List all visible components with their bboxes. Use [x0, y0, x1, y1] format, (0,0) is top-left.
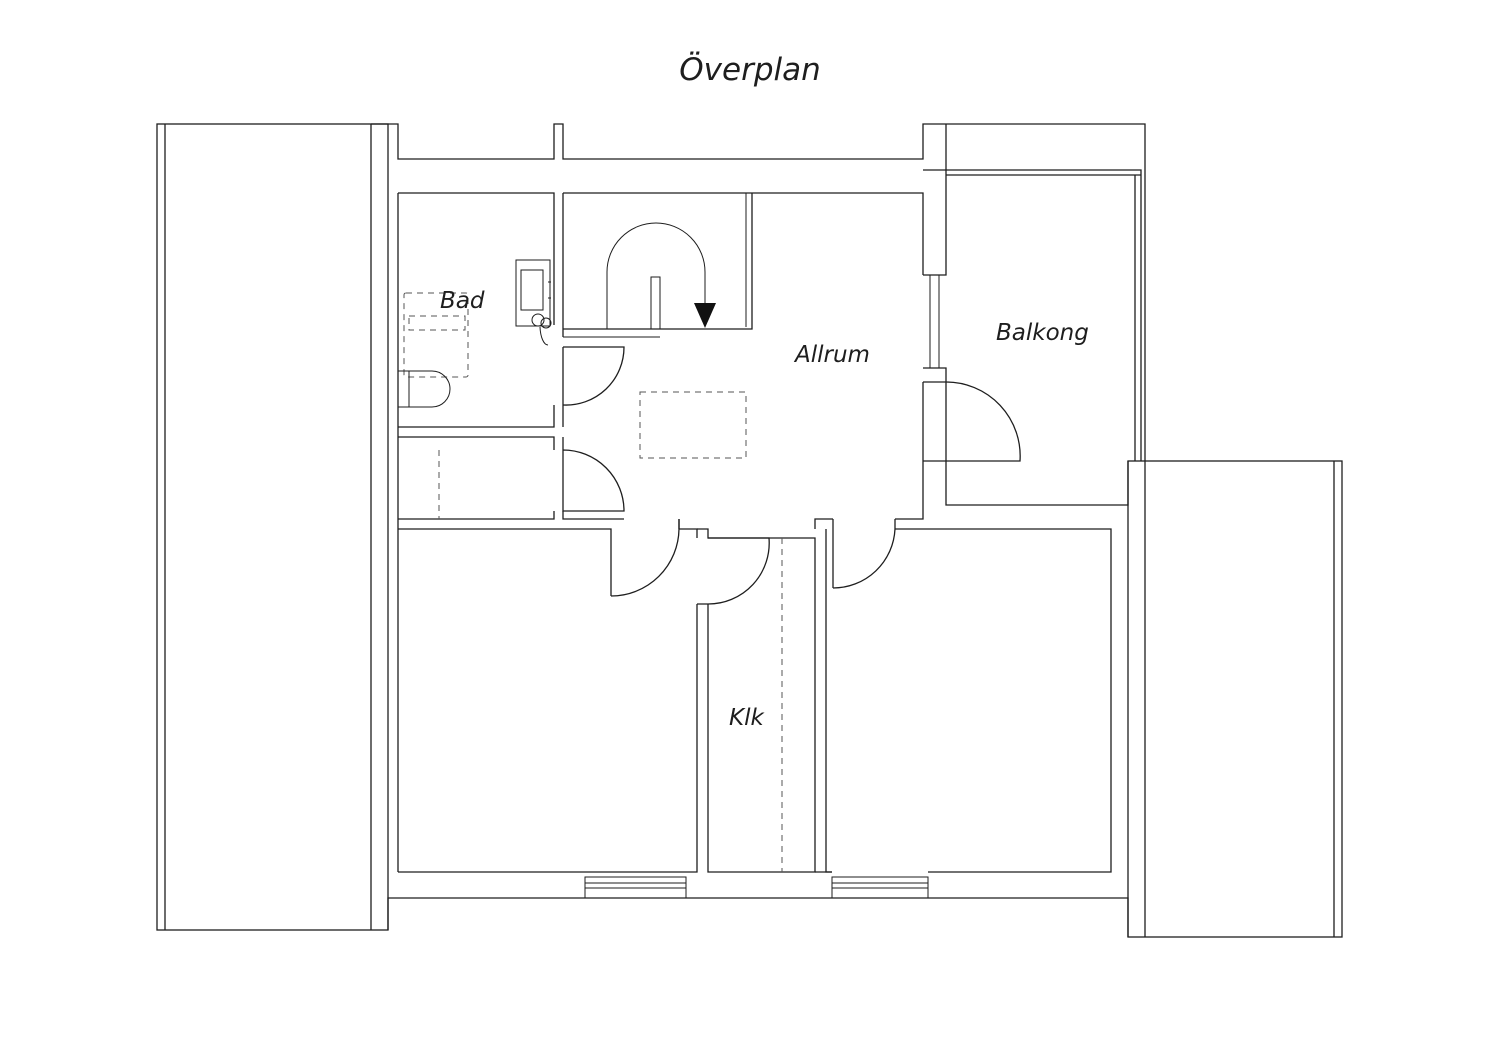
closet-door-icon — [562, 449, 625, 512]
label-balkong: Balkong — [996, 320, 1089, 346]
room-bad — [398, 192, 625, 428]
shower-icon — [403, 292, 469, 378]
room-klk — [697, 528, 816, 873]
toilet-icon — [398, 370, 451, 408]
label-allrum: Allrum — [793, 342, 870, 368]
room-balkong — [945, 174, 1141, 506]
right-roof-panel — [1127, 460, 1343, 938]
klk-door-icon — [697, 528, 770, 605]
outer-walls — [371, 123, 1146, 937]
balkong-door-icon — [945, 381, 1021, 462]
left-roof-panel — [156, 123, 389, 931]
plan-title: Överplan — [679, 52, 821, 88]
label-bad: Bad — [440, 288, 485, 314]
room-allrum — [639, 124, 1142, 529]
storage-closet — [398, 436, 625, 520]
table-icon — [639, 391, 747, 459]
label-klk: Klk — [729, 705, 765, 731]
stairwell — [563, 192, 924, 338]
sink-icon — [515, 259, 551, 327]
bedroom-left — [398, 519, 698, 899]
bad-door-icon — [562, 346, 625, 406]
bedroom-right — [815, 519, 1112, 899]
bedroom-right-door-icon — [832, 519, 896, 589]
stair-arrow-icon — [694, 303, 716, 328]
bedroom-left-door-icon — [610, 519, 680, 597]
staircase-icon — [606, 222, 706, 329]
